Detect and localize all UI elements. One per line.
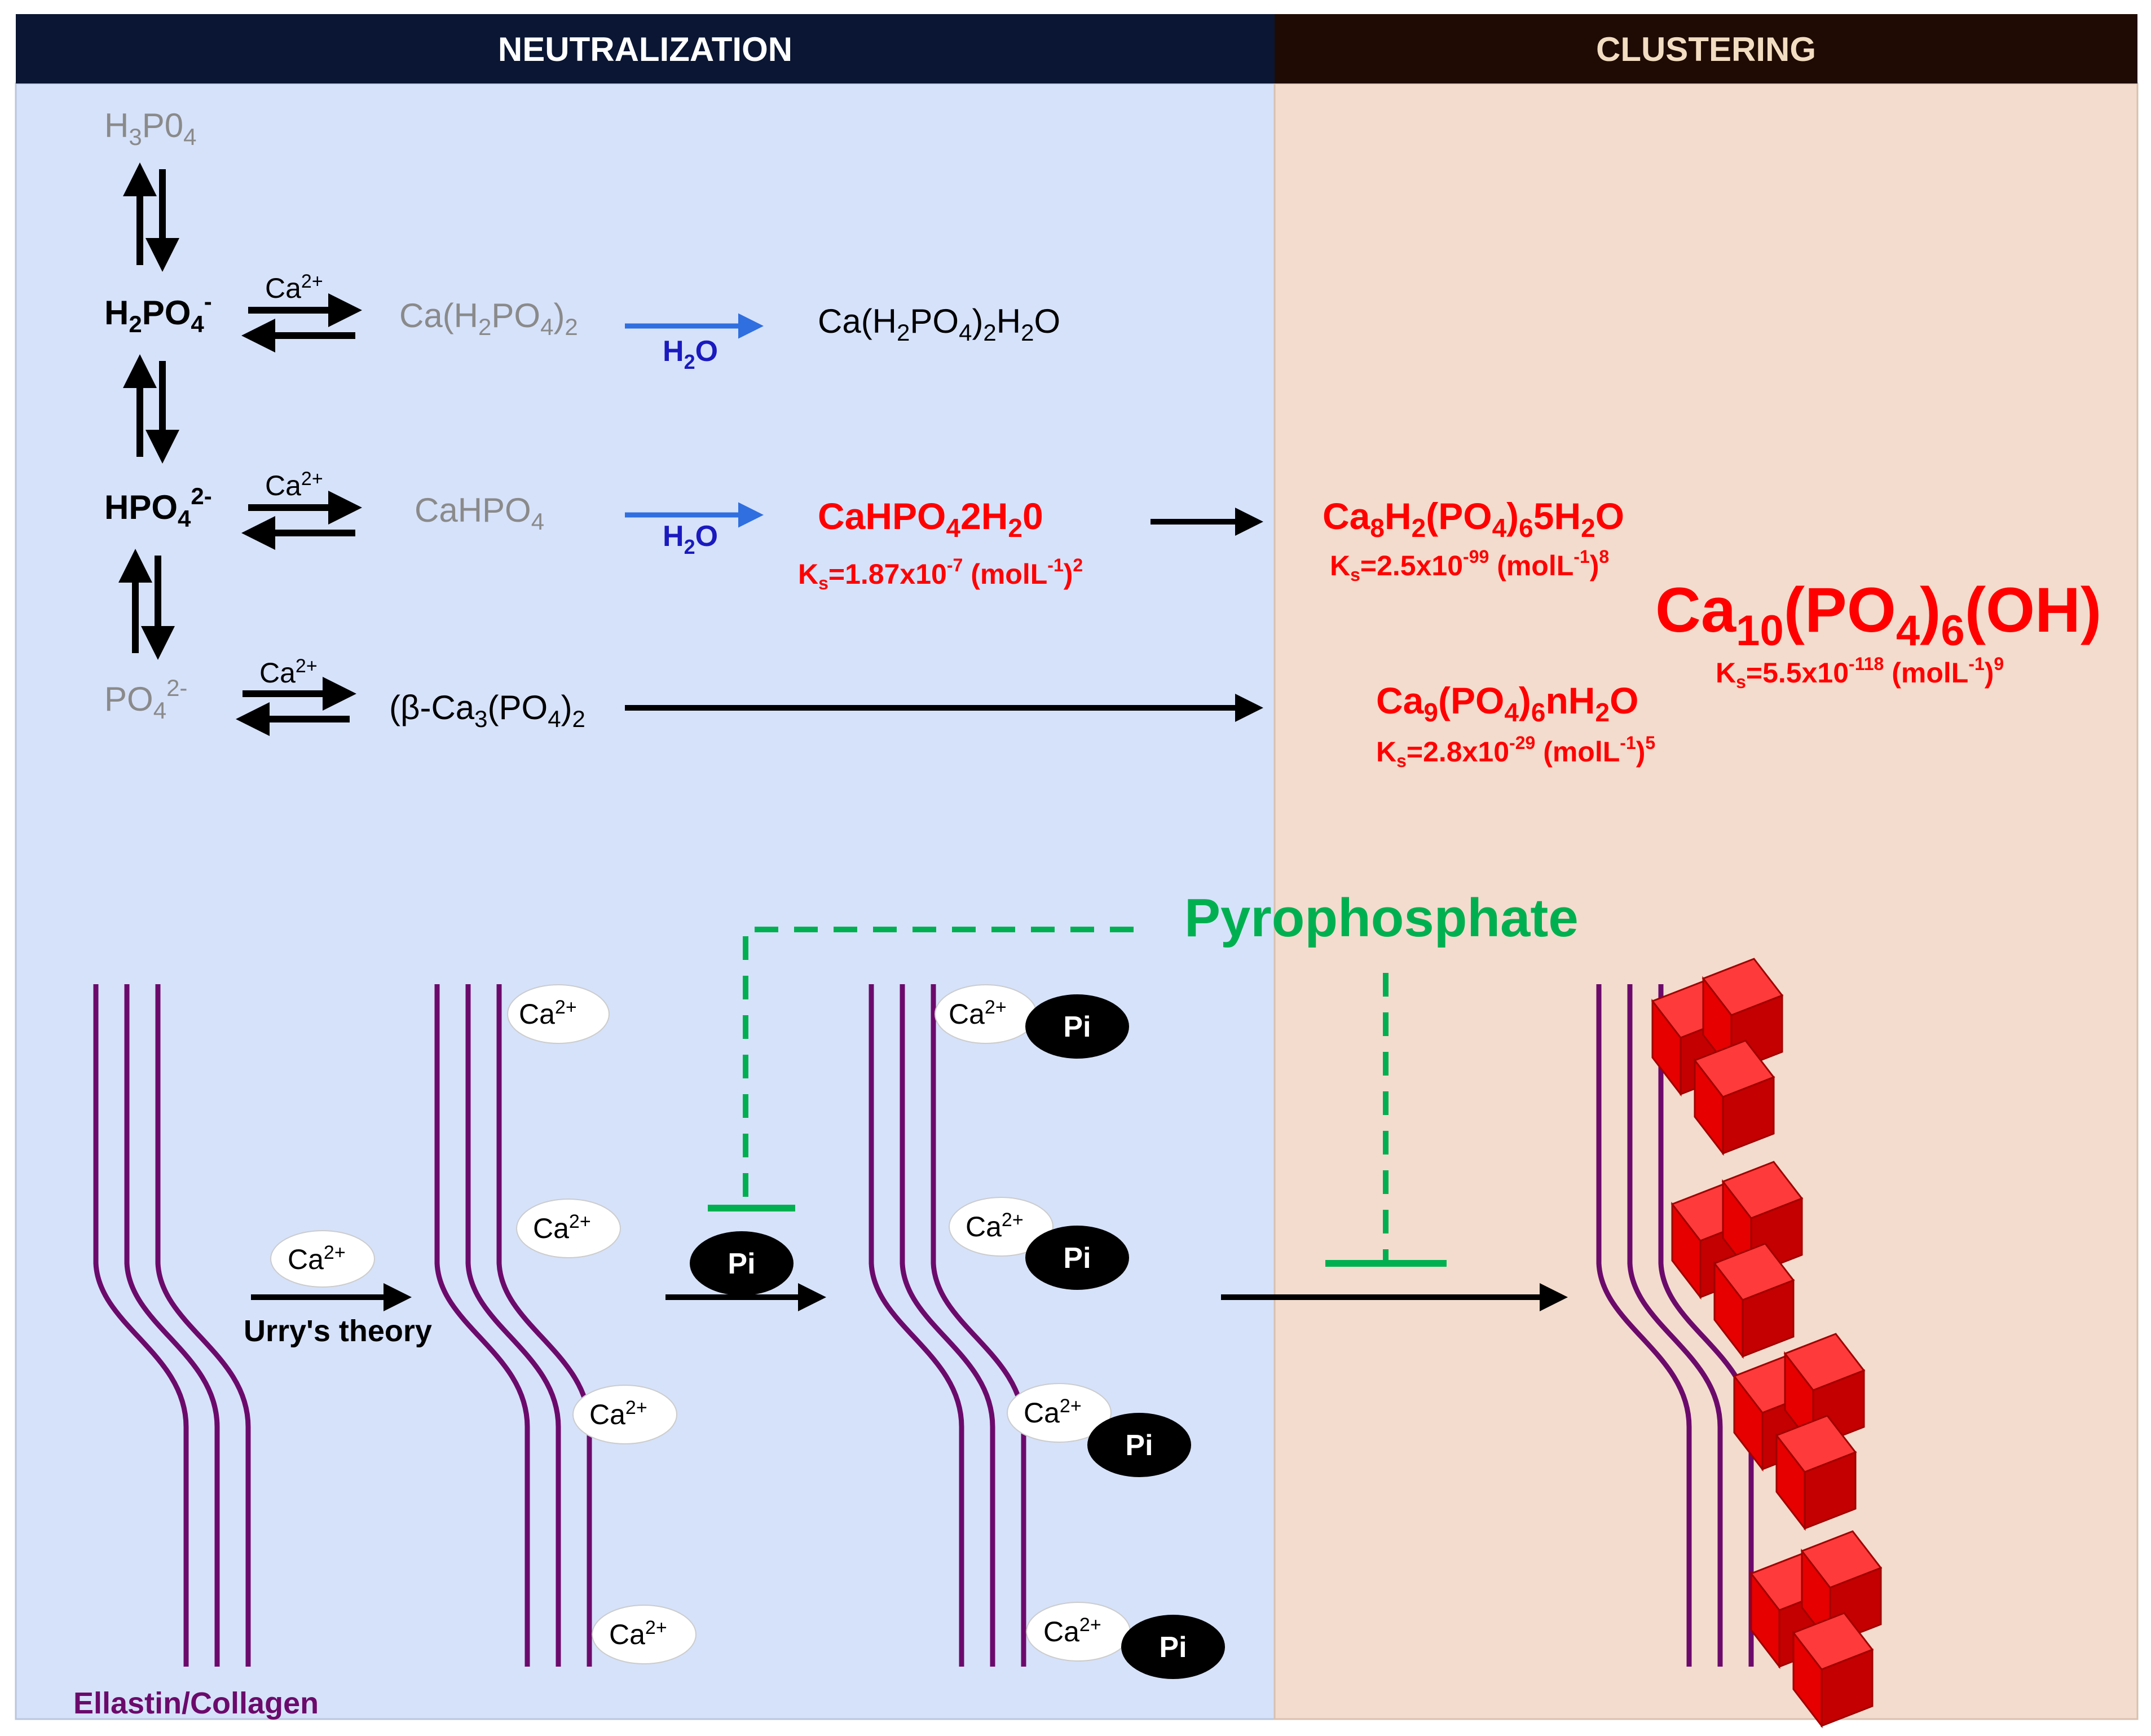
svg-text:Ca2+: Ca2+ (533, 1211, 591, 1244)
clustering-title: CLUSTERING (1596, 30, 1816, 68)
ca-ion-urry-label: Ca2+ (288, 1242, 346, 1275)
ca-label-row1: Ca2+ (265, 271, 323, 304)
amorphous-ks: Ks=2.8x10-29 (molL-1)5 (1376, 733, 1655, 771)
pi-ion-transition (690, 1231, 794, 1296)
cahpo4-2h2o-label: CaHPO42H20 (818, 495, 1043, 543)
h3po4-label: H3P04 (104, 107, 196, 150)
neutralization-header (16, 14, 1275, 83)
po4-label: PO42- (104, 675, 187, 724)
svg-text:Pi: Pi (1063, 1011, 1091, 1043)
svg-text:Pi: Pi (1159, 1631, 1187, 1664)
collagen-fibers-1 (93, 984, 251, 1667)
cahpo4-2h2o-ks: Ks=1.87x10-7 (molL-1)2 (798, 555, 1083, 593)
hydroxyapatite-formula: Ca10(PO4)6(OH) (1655, 575, 2101, 655)
pyrophosphate-inhibition-right (1325, 973, 1447, 1267)
octacalcium-ks: Ks=2.5x10-99 (molL-1)8 (1330, 547, 1609, 585)
ca-ions-stage2: Ca2+ Ca2+ Ca2+ Ca2+ (507, 984, 697, 1664)
svg-text:Ca2+: Ca2+ (1024, 1395, 1082, 1429)
neutralization-panel (15, 82, 1276, 1720)
ca-equilibrium-row1 (241, 293, 362, 353)
pyrophosphate-inhibition-left (708, 927, 1134, 1211)
fiber-label: Ellastin/Collagen (73, 1686, 319, 1720)
cahpo4-label: CaHPO4 (415, 491, 544, 535)
beta-ca3po4-2-label: (β-Ca3(PO4)2 (389, 689, 585, 732)
svg-text:Ca2+: Ca2+ (589, 1397, 647, 1430)
ca-pi-pairs-stage3: Ca2+ Pi Ca2+ Pi Ca2+ Pi Ca2+ Pi (935, 984, 1225, 1679)
equilibrium-arrows-1 (123, 162, 179, 272)
ca-label-row3: Ca2+ (259, 655, 318, 689)
h2po4-label: H2PO4- (104, 288, 212, 337)
ca-h2po4-2-label: Ca(H2PO4)2 (399, 297, 578, 340)
svg-text:Pi: Pi (1063, 1242, 1091, 1275)
amorphous-formula: Ca9(PO4)6nH2O (1376, 680, 1638, 727)
water-label-row1: H2O (663, 335, 718, 373)
svg-text:Ca2+: Ca2+ (1043, 1614, 1101, 1647)
neutralization-title: NEUTRALIZATION (498, 30, 792, 68)
ca-equilibrium-row3 (236, 677, 356, 736)
equilibrium-arrows-2 (123, 354, 179, 464)
equilibrium-arrows-3 (118, 549, 175, 660)
urry-label: Urry's theory (244, 1314, 432, 1348)
pi-ion-transition-label: Pi (728, 1248, 755, 1280)
clustering-panel (1273, 82, 2139, 1720)
clustering-header (1275, 14, 2137, 83)
ca-equilibrium-row2 (241, 491, 362, 550)
svg-text:Ca2+: Ca2+ (966, 1209, 1024, 1242)
svg-text:Pi: Pi (1125, 1429, 1153, 1462)
hpo4-label: HPO42- (104, 483, 212, 532)
ca-h2po4-2-h2o-label: Ca(H2PO4)2H2O (818, 302, 1060, 346)
water-label-row2: H2O (663, 520, 718, 558)
ca-ion-urry (270, 1230, 375, 1288)
ca-label-row2: Ca2+ (265, 468, 323, 501)
svg-text:Ca2+: Ca2+ (609, 1617, 667, 1650)
pyrophosphate-label: Pyrophosphate (1184, 888, 1579, 948)
svg-text:Ca2+: Ca2+ (949, 997, 1007, 1030)
hydroxyapatite-ks: Ks=5.5x10-118 (molL-1)9 (1716, 654, 2004, 692)
octacalcium-formula: Ca8H2(PO4)65H2O (1323, 495, 1624, 543)
svg-text:Ca2+: Ca2+ (519, 997, 577, 1030)
